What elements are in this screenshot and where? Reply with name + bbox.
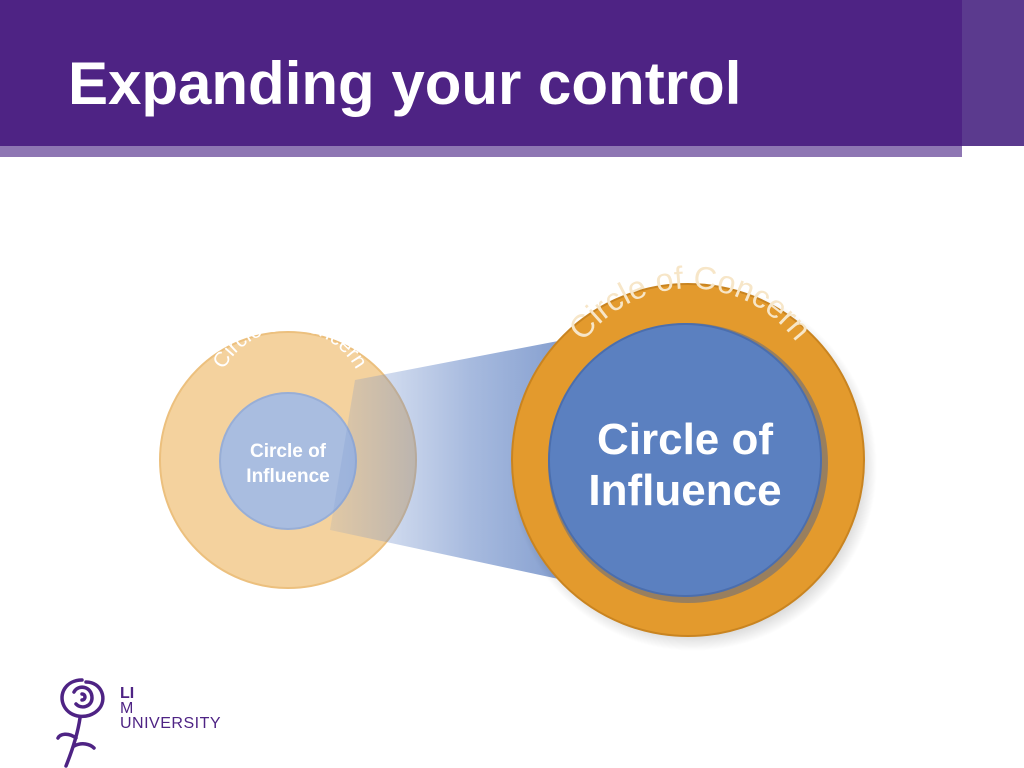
large-influence-label-line1: Circle of	[597, 415, 773, 464]
title-underline	[0, 146, 962, 157]
logo-line-2: M	[120, 700, 134, 717]
logo-line-3: UNIVERSITY	[120, 715, 222, 732]
title-bar-accent	[962, 0, 1024, 146]
small-influence-label-line1: Circle of	[250, 441, 327, 462]
logo-line-1: LI	[120, 685, 135, 702]
title-bar	[0, 0, 962, 146]
large-circle-of-influence: Circle of Influence	[548, 323, 828, 603]
rose-logo-icon	[56, 678, 105, 768]
university-logo-text: LI M UNIVERSITY	[120, 685, 222, 732]
large-influence-label-line2: Influence	[588, 466, 781, 515]
page-title: Expanding your control	[68, 50, 742, 117]
small-influence-label-line2: Influence	[246, 466, 329, 487]
